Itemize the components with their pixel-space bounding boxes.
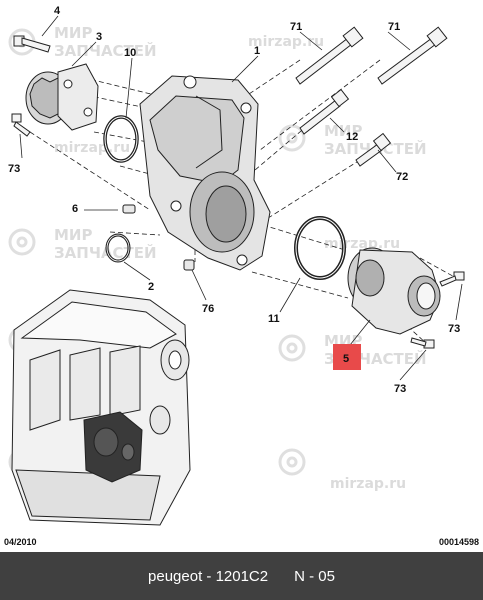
bolt-4 [13, 35, 51, 53]
dowel-pin-76 [183, 259, 195, 271]
callout-11: 11 [268, 313, 280, 325]
highlight-box-part-5 [333, 344, 361, 370]
watermark-line1: МИР [54, 24, 92, 42]
bolt-73-right [439, 271, 465, 287]
callout-73-left: 73 [8, 163, 20, 175]
watermark-site: mirzap.ru [248, 34, 324, 50]
thermostat-5 [347, 247, 441, 335]
date-code: 04/2010 [4, 537, 37, 547]
callout-12: 12 [346, 131, 358, 143]
bolt-72 [355, 132, 392, 167]
callout-73-bottom: 73 [394, 383, 406, 395]
reference-code: 00014598 [438, 537, 479, 547]
callout-1: 1 [254, 45, 260, 57]
bolt-73-left [11, 113, 31, 137]
callout-3: 3 [96, 31, 102, 43]
callout-labels: 4 3 1 10 71 71 12 72 73 6 2 76 11 73 73 … [8, 5, 460, 395]
exploded-parts-diagram: МИР ЗАПЧАСТЕЙ mirzap.ru МИР ЗАПЧАСТЕЙ mi… [8, 5, 465, 526]
caption-page: N - 05 [294, 567, 335, 585]
water-pump-assembly [25, 63, 99, 131]
callout-76: 76 [202, 303, 214, 315]
watermark-site: mirzap.ru [330, 476, 406, 492]
watermark-line2: ЗАПЧАСТЕЙ [54, 243, 157, 262]
caption-bar: peugeot - 1201C2 N - 05 [0, 552, 483, 600]
bolt-12 [299, 88, 350, 135]
dowel-pin-6 [122, 204, 136, 214]
callout-71-lower: 71 [388, 21, 400, 33]
callout-5: 5 [343, 353, 349, 365]
callout-6: 6 [72, 203, 78, 215]
engine-block [11, 289, 191, 526]
callout-2: 2 [148, 281, 154, 293]
callout-10: 10 [124, 47, 136, 59]
callout-72: 72 [396, 171, 408, 183]
watermark-line2: ЗАПЧАСТЕЙ [54, 41, 157, 60]
watermark-site: mirzap.ru [54, 140, 130, 156]
watermark-line1: МИР [54, 226, 92, 244]
thermostat-housing-1 [139, 75, 271, 271]
callout-4: 4 [54, 5, 61, 17]
callout-71-upper: 71 [290, 21, 302, 33]
callout-73-right: 73 [448, 323, 460, 335]
bolt-71-upper [295, 26, 364, 85]
bolt-73-bottom [410, 337, 435, 349]
leader-lines [19, 15, 463, 381]
bolt-71-lower [377, 26, 448, 85]
caption-brand: peugeot - 1201C2 [148, 567, 269, 585]
